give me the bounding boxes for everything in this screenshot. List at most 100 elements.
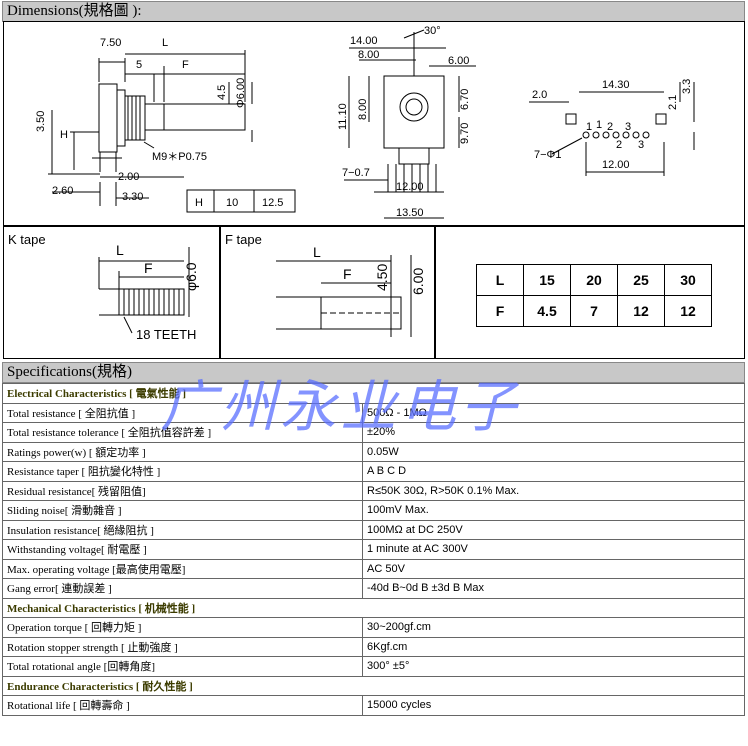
side-dim-H: H [60, 129, 68, 141]
lf-cell: 25 [617, 264, 665, 296]
spec-section-label: Mechanical Characteristics [ 机械性能 ] [2, 597, 745, 618]
front-dim-600: 6.00 [448, 55, 469, 67]
front-dim-1400: 14.00 [350, 35, 378, 47]
spec-row: Operation torque [ 回轉力矩 ]30~200gf.cm [2, 617, 745, 638]
pcb-pin-2b: 2 [616, 139, 622, 151]
spec-row: Insulation resistance[ 絕緣阻抗 ]100MΩ at DC… [2, 519, 745, 540]
f-tape-450: 4.50 [374, 264, 390, 291]
spec-label: Total rotational angle [回轉角度] [2, 656, 363, 677]
spec-label: Operation torque [ 回轉力矩 ] [2, 617, 363, 638]
spec-row: Residual resistance[ 残留阻值]R≤50K 30Ω, R>5… [2, 480, 745, 501]
spec-value: ±20% [362, 422, 745, 443]
f-tape-600: 6.00 [410, 268, 426, 295]
spec-label: Total resistance tolerance [ 全阻抗值容許差 ] [2, 422, 363, 443]
spec-row: Ratings power(w) [ 額定功率 ]0.05W [2, 441, 745, 462]
specifications-table: Electrical Characteristics [ 電氣性能 ]Total… [2, 383, 745, 716]
front-dim-707: 7−0.7 [342, 167, 370, 179]
pcb-dim-1430: 14.30 [602, 79, 630, 91]
front-dim-1350: 13.50 [396, 207, 424, 219]
spec-label: Resistance taper [ 阻抗變化特性 ] [2, 461, 363, 482]
f-tape-drawing: L F 4.50 6.00 [276, 244, 426, 337]
lf-table: L 15 20 25 30 F 4.5 7 12 12 [476, 264, 712, 327]
pcb-pin-3a: 3 [625, 121, 631, 133]
spec-value: 100MΩ at DC 250V [362, 519, 745, 540]
lf-cell: 7 [570, 295, 618, 327]
spec-row: Sliding noise[ 滑動雜音 ]100mV Max. [2, 500, 745, 521]
f-tape-title: F tape [225, 232, 262, 247]
spec-row: Gang error[ 連動誤差 ]-40d B~0d B ±3d B Max [2, 578, 745, 599]
pcb-pin-1a: 1 [586, 121, 592, 133]
side-dim-L: L [162, 37, 168, 49]
dimensions-header: Dimensions(規格圖 ): [2, 1, 745, 22]
pcb-holes: 7−Φ1 [534, 149, 561, 161]
h-table-10: 10 [226, 197, 238, 209]
spec-section-label: Endurance Characteristics [ 耐久性能 ] [2, 675, 745, 696]
spec-label: Withstanding voltage[ 耐電壓 ] [2, 539, 363, 560]
front-dim-670: 6.70 [459, 89, 471, 110]
specifications-title: Specifications(規格) [7, 364, 132, 380]
k-tape-title: K tape [8, 232, 46, 247]
f-tape-panel: F tape L F 4.50 6.00 [220, 226, 435, 359]
spec-value: AC 50V [362, 558, 745, 579]
front-dim-1200: 12.00 [396, 181, 424, 193]
spec-value: 100mV Max. [362, 500, 745, 521]
f-tape-F: F [343, 266, 352, 282]
lf-cell: 30 [664, 264, 712, 296]
spec-value: 0.05W [362, 441, 745, 462]
front-dim-1110: 11.10 [337, 103, 349, 130]
spec-value: -40d B~0d B ±3d B Max [362, 578, 745, 599]
lf-cell: 15 [523, 264, 571, 296]
pcb-dim-20: 2.0 [532, 89, 547, 101]
spec-section-row: Electrical Characteristics [ 電氣性能 ] [2, 383, 745, 404]
spec-label: Gang error[ 連動誤差 ] [2, 578, 363, 599]
spec-row: Withstanding voltage[ 耐電壓 ]1 minute at A… [2, 539, 745, 560]
side-dim-45: 4.5 [216, 85, 228, 100]
spec-row: Total resistance [ 全阻抗值 ]500Ω - 1MΩ [2, 402, 745, 423]
pcb-pin-1b: 1 [596, 119, 602, 131]
pcb-dim-33: 3.3 [681, 79, 693, 94]
spec-row: Resistance taper [ 阻抗變化特性 ]A B C D [2, 461, 745, 482]
pcb-pin-2a: 2 [607, 121, 613, 133]
lf-row-L: L 15 20 25 30 [476, 264, 712, 296]
spec-row: Total resistance tolerance [ 全阻抗值容許差 ]±2… [2, 422, 745, 443]
lf-cell: 12 [617, 295, 665, 327]
spec-label: Max. operating voltage [最高使用電壓] [2, 558, 363, 579]
front-dim-800: 8.00 [358, 49, 379, 61]
spec-section-row: Endurance Characteristics [ 耐久性能 ] [2, 675, 745, 696]
spec-label: Insulation resistance[ 絕緣阻抗 ] [2, 519, 363, 540]
k-tape-F: F [144, 260, 153, 276]
side-dim-600: Φ6.00 [235, 78, 247, 108]
spec-section-row: Mechanical Characteristics [ 机械性能 ] [2, 597, 745, 618]
h-table-125: 12.5 [262, 197, 283, 209]
spec-value: 30~200gf.cm [362, 617, 745, 638]
k-tape-diameter: φ6.0 [183, 262, 199, 291]
side-dim-200: 2.00 [118, 171, 139, 183]
h-table-h: H [195, 197, 203, 209]
f-tape-L: L [313, 244, 321, 260]
k-tape-panel: K tape L F φ6.0 18 TEETH [3, 226, 220, 359]
side-thread: M9＊P0.75 [152, 151, 207, 163]
spec-value: A B C D [362, 461, 745, 482]
side-dim-F: F [182, 59, 189, 71]
dimensions-drawing-panel: 7.50 L 5 F 4.5 Φ6.00 3.50 H M9＊P0.75 2.0… [3, 21, 745, 226]
side-dim-750: 7.50 [100, 37, 121, 49]
front-dim-8: 8.00 [357, 99, 369, 120]
k-tape-drawing: L F φ6.0 18 TEETH [98, 242, 199, 342]
side-dim-330: 3.30 [122, 191, 143, 203]
lf-cell: 20 [570, 264, 618, 296]
spec-label: Total resistance [ 全阻抗值 ] [2, 402, 363, 423]
spec-label: Rotation stopper strength [ 止動強度 ] [2, 636, 363, 657]
lf-row-F: F 4.5 7 12 12 [476, 295, 712, 327]
lf-cell: 4.5 [523, 295, 571, 327]
lf-cell: 12 [664, 295, 712, 327]
lf-cell: F [476, 295, 524, 327]
side-dim-260: 2.60 [52, 185, 73, 197]
spec-value: R≤50K 30Ω, R>50K 0.1% Max. [362, 480, 745, 501]
spec-row: Max. operating voltage [最高使用電壓]AC 50V [2, 558, 745, 579]
dimensions-title: Dimensions(規格圖 ): [7, 3, 142, 19]
spec-row: Total rotational angle [回轉角度]300° ±5° [2, 656, 745, 677]
dimension-drawings: 7.50 L 5 F 4.5 Φ6.00 3.50 H M9＊P0.75 2.0… [35, 25, 695, 219]
spec-value: 1 minute at AC 300V [362, 539, 745, 560]
lf-table-panel: L 15 20 25 30 F 4.5 7 12 12 [435, 226, 745, 359]
spec-section-label: Electrical Characteristics [ 電氣性能 ] [2, 383, 745, 404]
